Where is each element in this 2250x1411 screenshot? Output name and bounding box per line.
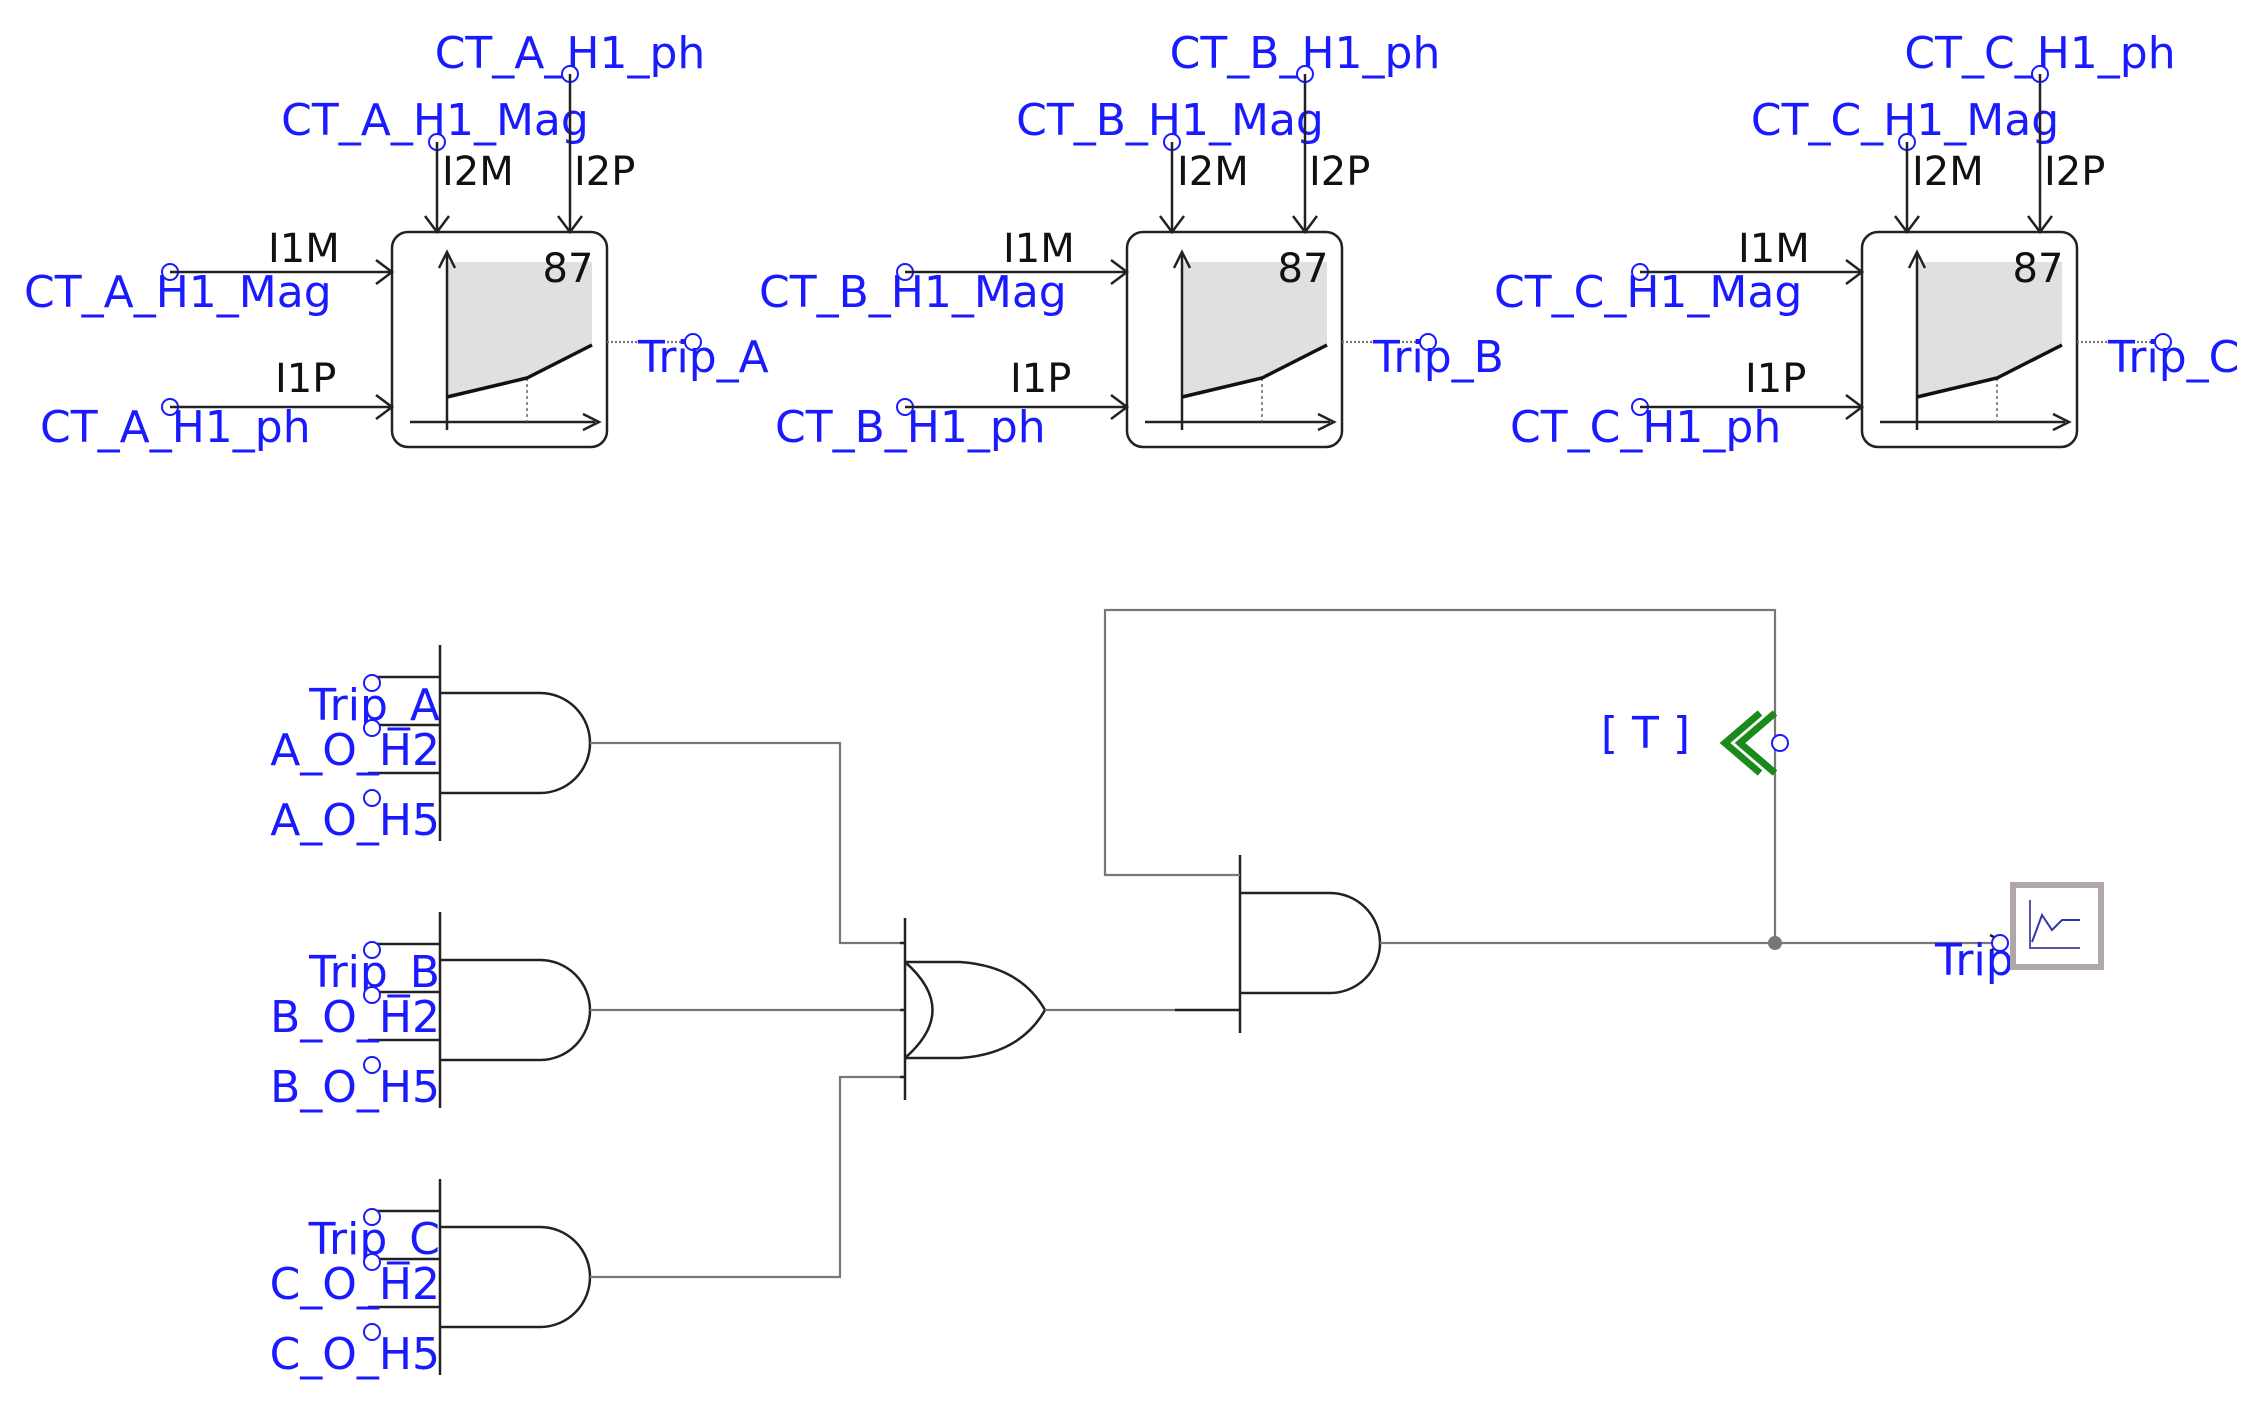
and-input-label: A_O_H2 — [270, 725, 440, 776]
connector-pin[interactable] — [363, 1323, 381, 1341]
import-label: [ T ] — [1601, 708, 1690, 759]
connector-pin[interactable] — [363, 674, 381, 692]
function-number: 87 — [543, 246, 594, 292]
y-axis-arrow — [1172, 249, 1192, 269]
port-i1m: I1M — [1003, 226, 1075, 272]
port-i1m: I1M — [268, 226, 340, 272]
and-input-label: C_O_H2 — [270, 1259, 440, 1310]
and-body — [440, 958, 592, 1062]
logic-section: Trip_AA_O_H2A_O_H5Trip_BB_O_H2B_O_H5Trip… — [270, 608, 2104, 1380]
port-i2m: I2M — [442, 149, 514, 195]
port-i2p: I2P — [574, 149, 635, 195]
connector-pin[interactable] — [363, 1056, 381, 1074]
double-chevron-left-icon — [1719, 710, 1763, 776]
and-input-label: C_O_H5 — [270, 1329, 440, 1380]
feedback-loop-wire — [1103, 608, 1777, 943]
and-input-label: A_O_H5 — [270, 795, 440, 846]
connector-pin[interactable] — [363, 1253, 381, 1271]
characteristic-curve — [1181, 343, 1328, 399]
and-input-label: B_O_H5 — [270, 1062, 440, 1113]
connector-pin[interactable] — [363, 789, 381, 807]
signal-import[interactable]: [ T ] — [1601, 708, 1789, 776]
output-signal: Trip_B — [1372, 332, 1504, 383]
x-axis-arrow — [582, 412, 602, 432]
port-i1p: I1P — [1010, 356, 1071, 402]
and-input-label: B_O_H2 — [270, 992, 440, 1043]
or-body — [905, 960, 1047, 1060]
final-and-gate[interactable] — [1175, 855, 2000, 1033]
relay-block-body[interactable] — [1860, 230, 2079, 449]
connector-pin[interactable] — [363, 941, 381, 959]
meter-trace — [2031, 912, 2080, 943]
output-meter[interactable]: Trip — [1934, 882, 2104, 986]
port-i2p: I2P — [1309, 149, 1370, 195]
and-body — [440, 691, 592, 795]
function-number: 87 — [2013, 246, 2064, 292]
y-axis-arrow — [1907, 249, 1927, 269]
characteristic-curve — [446, 343, 593, 399]
x-axis-arrow — [2052, 412, 2072, 432]
relay-block-body[interactable] — [390, 230, 609, 449]
port-i2m: I2M — [1177, 149, 1249, 195]
port-i2p: I2P — [2044, 149, 2105, 195]
port-i1p: I1P — [1745, 356, 1806, 402]
wire-and1-or — [640, 741, 900, 945]
connector-pin[interactable] — [1991, 934, 2009, 952]
connector-pin[interactable] — [1419, 333, 1437, 351]
port-i1m: I1M — [1738, 226, 1810, 272]
relay-block-body[interactable] — [1125, 230, 1344, 449]
connector-pin[interactable] — [684, 333, 702, 351]
or-back-curve — [904, 961, 934, 1059]
connector-pin[interactable] — [363, 1208, 381, 1226]
junction-dot — [1768, 936, 1782, 950]
or-gate[interactable] — [900, 918, 1175, 1100]
final-and-body — [1240, 891, 1382, 995]
and-gate-2[interactable]: Trip_BB_O_H2B_O_H5 — [270, 912, 640, 1113]
connector-pin[interactable] — [2154, 333, 2172, 351]
output-label: Trip — [1934, 935, 2014, 986]
connector-pin[interactable] — [1771, 734, 1789, 752]
and-gate-1[interactable]: Trip_AA_O_H2A_O_H5 — [270, 645, 640, 846]
port-i1p: I1P — [275, 356, 336, 402]
function-number: 87 — [1278, 246, 1329, 292]
meter-axes — [2029, 900, 2080, 949]
y-axis-arrow — [437, 249, 457, 269]
x-axis-arrow — [1317, 412, 1337, 432]
output-signal: Trip_A — [637, 332, 769, 383]
wire-and3-or — [640, 1075, 900, 1279]
double-chevron-left-icon-inner — [1734, 710, 1778, 776]
characteristic-curve — [1916, 343, 2063, 399]
or-input-leads — [900, 941, 905, 1079]
output-signal: Trip_C — [2107, 332, 2239, 383]
port-i2m: I2M — [1912, 149, 1984, 195]
and-gate-3[interactable]: Trip_CC_O_H2C_O_H5 — [270, 1179, 640, 1380]
and-body — [440, 1225, 592, 1329]
connector-pin[interactable] — [363, 986, 381, 1004]
connector-pin[interactable] — [363, 719, 381, 737]
